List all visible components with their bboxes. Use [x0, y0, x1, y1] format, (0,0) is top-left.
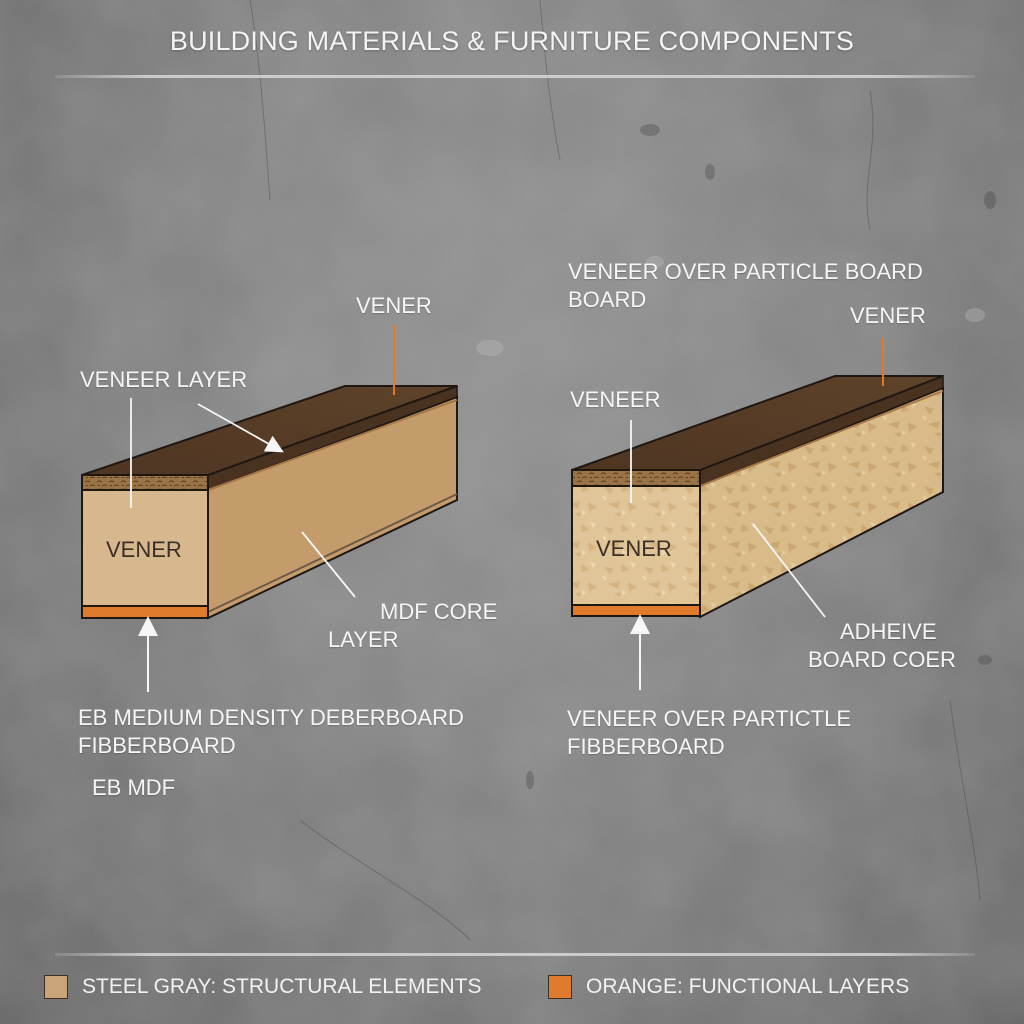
label-mdf-core-layer: LAYER — [328, 627, 399, 652]
label-veneer-layer: VENEER LAYER — [80, 367, 248, 392]
label-vener-top-left: VENER — [356, 293, 432, 318]
label-mdf-core: MDF CORE — [380, 599, 498, 624]
label-front-face-left: VENER — [106, 537, 182, 562]
mdf-beam — [81, 384, 458, 620]
page-title: BUILDING MATERIALS & FURNITURE COMPONENT… — [169, 26, 855, 56]
legend-divider — [55, 953, 975, 956]
label-board-core: BOARD COER — [808, 647, 956, 672]
label-adhesive: ADHEIVE — [840, 619, 937, 644]
caption-left-short: EB MDF — [92, 775, 176, 800]
caption-left-line2: FIBBERBOARD — [78, 733, 236, 758]
particle-board-beam — [571, 374, 944, 619]
label-veneer-right: VENEER — [570, 387, 661, 412]
legend-item-structural: STEEL GRAY: STRUCTURAL ELEMENTS — [44, 972, 481, 1002]
leader-adhesive-core — [752, 523, 826, 618]
swatch-structural-icon — [44, 975, 68, 999]
label-vener-top-right: VENER — [850, 303, 926, 328]
caption-right-line1: VENEER OVER PARTICTLE — [567, 706, 852, 731]
title-divider — [55, 75, 975, 78]
leader-mdf-core — [301, 531, 356, 598]
right-heading-line2: BOARD — [568, 287, 647, 312]
legend-label-functional: ORANGE: FUNCTIONAL LAYERS — [586, 975, 910, 998]
caption-right-line2: FIBBERBOARD — [567, 734, 725, 759]
caption-left-line1: EB MEDIUM DENSITY DEBERBOARD — [78, 705, 464, 730]
legend-label-structural: STEEL GRAY: STRUCTURAL ELEMENTS — [82, 975, 482, 998]
legend-item-functional: ORANGE: FUNCTIONAL LAYERS — [548, 972, 909, 1002]
label-front-face-right: VENER — [596, 536, 672, 561]
right-heading-line1: VENEER OVER PARTICLE BOARD — [568, 259, 923, 284]
swatch-functional-icon — [548, 975, 572, 999]
leader-veneer-layer-arrow — [197, 403, 284, 453]
